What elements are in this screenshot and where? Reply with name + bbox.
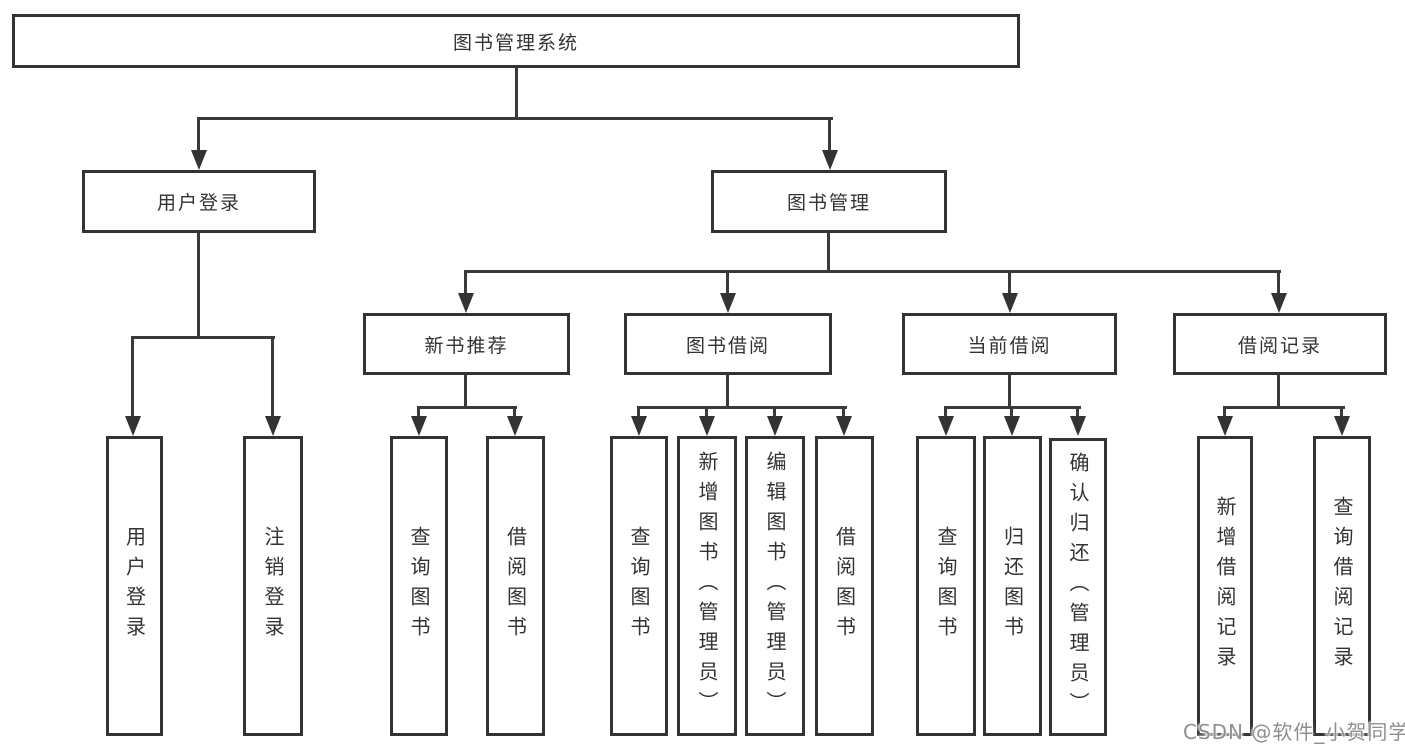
connector-line: [1076, 409, 1079, 418]
connector-line: [271, 339, 274, 418]
connector-line: [705, 409, 708, 418]
connector-line: [197, 120, 200, 152]
connector-line: [828, 120, 831, 152]
arrowhead-icon: [125, 416, 141, 436]
node-label: 归还图书: [1000, 526, 1025, 646]
connector-line: [464, 375, 467, 409]
connector-line: [464, 270, 1281, 273]
node-label: 注销登录: [261, 526, 285, 646]
connector-line: [1340, 409, 1343, 418]
connector-line: [637, 406, 847, 409]
arrowhead-icon: [720, 293, 736, 313]
node-current-borrowing: 当前借阅: [902, 313, 1117, 375]
node-label: 图书借阅: [685, 334, 770, 357]
arrowhead-icon: [767, 416, 783, 436]
node-new-book-recommend: 新书推荐: [363, 313, 570, 375]
connector-line: [513, 409, 516, 418]
arrowhead-icon: [411, 416, 427, 436]
node-label: 新增借阅记录: [1213, 496, 1237, 676]
node-label: 图书管理系统: [452, 31, 579, 54]
connector-line: [197, 117, 833, 120]
node-query-books-borrow: 查询图书: [610, 436, 668, 736]
node-label: 确认归还（管理员）: [1066, 452, 1090, 722]
node-user-login: 用户登录: [82, 170, 316, 233]
connector-line: [773, 409, 776, 418]
node-query-borrow-record: 查询借阅记录: [1313, 436, 1371, 736]
connector-line: [842, 409, 845, 418]
node-query-books-recommend: 查询图书: [390, 436, 448, 736]
arrowhead-icon: [699, 416, 715, 436]
node-logout: 注销登录: [243, 436, 303, 736]
node-label: 用户登录: [122, 526, 147, 646]
arrowhead-icon: [631, 416, 647, 436]
arrowhead-icon: [1334, 416, 1350, 436]
connector-line: [197, 233, 200, 339]
node-label: 当前借阅: [967, 334, 1052, 357]
arrowhead-icon: [1070, 416, 1086, 436]
connector-line: [464, 273, 467, 295]
connector-line: [417, 409, 420, 418]
arrowhead-icon: [507, 416, 523, 436]
node-book-management: 图书管理: [711, 170, 947, 233]
node-edit-books-admin: 编辑图书（管理员）: [745, 436, 805, 736]
node-add-borrow-record: 新增借阅记录: [1197, 436, 1253, 736]
arrowhead-icon: [822, 150, 838, 170]
node-root-system: 图书管理系统: [12, 14, 1020, 68]
arrowhead-icon: [265, 416, 281, 436]
connector-line: [417, 406, 517, 409]
node-label: 查询借阅记录: [1330, 496, 1354, 676]
arrowhead-icon: [458, 293, 474, 313]
connector-line: [1277, 273, 1280, 295]
node-label: 借阅图书: [832, 526, 857, 646]
node-borrowing-records: 借阅记录: [1173, 313, 1387, 375]
connector-line: [637, 409, 640, 418]
arrowhead-icon: [1002, 293, 1018, 313]
arrowhead-icon: [1217, 416, 1233, 436]
node-label: 借阅记录: [1237, 334, 1322, 357]
node-confirm-return-admin: 确认归还（管理员）: [1049, 438, 1107, 736]
node-label: 用户登录: [156, 192, 241, 214]
connector-line: [131, 339, 134, 418]
connector-line: [1223, 409, 1226, 418]
arrowhead-icon: [836, 416, 852, 436]
node-label: 图书管理: [786, 192, 871, 214]
connector-line: [827, 233, 830, 273]
arrowhead-icon: [1004, 416, 1020, 436]
connector-line: [1008, 273, 1011, 295]
connector-line: [1010, 409, 1013, 418]
node-label: 编辑图书（管理员）: [763, 451, 787, 721]
connector-line: [1277, 375, 1280, 409]
node-query-books-current: 查询图书: [916, 436, 976, 736]
node-label: 借阅图书: [503, 526, 528, 646]
arrowhead-icon: [938, 416, 954, 436]
connector-line: [726, 375, 729, 409]
connector-line: [944, 406, 1081, 409]
node-label: 新增图书（管理员）: [695, 451, 719, 721]
node-add-books-admin: 新增图书（管理员）: [677, 436, 737, 736]
connector-line: [944, 409, 947, 418]
connector-line: [1223, 406, 1345, 409]
node-borrow-books-recommend: 借阅图书: [486, 436, 545, 736]
connector-line: [726, 273, 729, 295]
watermark: CSDN @软件_小贺同学: [1183, 720, 1405, 744]
node-book-borrowing: 图书借阅: [624, 313, 832, 375]
arrowhead-icon: [1271, 293, 1287, 313]
node-borrow-books: 借阅图书: [815, 436, 874, 736]
arrowhead-icon: [191, 150, 207, 170]
connector-line: [1008, 375, 1011, 409]
connector-line: [515, 68, 518, 120]
node-label: 查询图书: [934, 526, 958, 646]
node-return-books: 归还图书: [983, 436, 1042, 736]
node-label: 新书推荐: [424, 334, 509, 357]
connector-line: [131, 336, 275, 339]
node-label: 查询图书: [407, 526, 431, 646]
node-label: 查询图书: [627, 526, 651, 646]
node-user-login-leaf: 用户登录: [106, 436, 163, 736]
